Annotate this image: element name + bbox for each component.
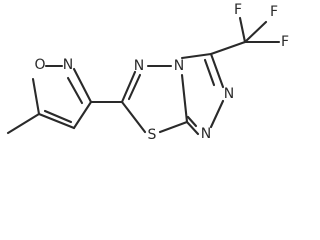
fluorine-label-top-left: F — [234, 2, 242, 18]
bond-cfused-s — [158, 120, 189, 134]
bond-c4-c5 — [37, 112, 76, 130]
triazole-right-nitrogen-label-1: N — [224, 86, 234, 102]
bond-nright2-cfused-double — [186, 115, 198, 128]
bond-nright1-nright2 — [209, 99, 225, 129]
fluorine-label-right: F — [281, 34, 289, 50]
bridge-nitrogen-label: N — [174, 58, 184, 74]
molecule-svg: O N N N N N S F F F — [6, 2, 289, 143]
bond-ctop-cf3 — [209, 40, 247, 56]
bond-n-c3-double — [66, 76, 84, 105]
chemical-structure-diagram: O N N N N N S F F F — [6, 2, 289, 143]
bond-n-c3 — [72, 67, 93, 104]
bond-s-c — [120, 100, 147, 134]
thiadiazole-top-nitrogen-label: N — [134, 58, 144, 74]
bond-c5-o — [31, 77, 41, 116]
isoxazole-nitrogen-label: N — [63, 57, 73, 73]
bond-c-ntop-double — [127, 73, 142, 101]
oxygen-label: O — [34, 57, 45, 73]
sulfur-label: S — [148, 127, 157, 143]
bond-ctop-nright1-double — [203, 58, 216, 87]
bond-c4-c5-double — [43, 109, 73, 124]
bond-nbridge-cfused — [180, 73, 189, 124]
fluorine-label-top-right: F — [270, 4, 278, 20]
bond-c3-c4 — [72, 100, 93, 130]
bond-ctop-nright1 — [209, 52, 225, 89]
bond-c-ntop — [120, 70, 137, 104]
triazole-right-nitrogen-label-2: N — [201, 126, 211, 142]
bond-nbridge-ctop — [180, 52, 213, 60]
bond-cf3-f-top-right — [243, 20, 268, 44]
bond-cf3-f-top-left — [238, 16, 247, 44]
bond-methyl — [6, 112, 41, 135]
bond-nright2-cfused — [185, 120, 200, 136]
